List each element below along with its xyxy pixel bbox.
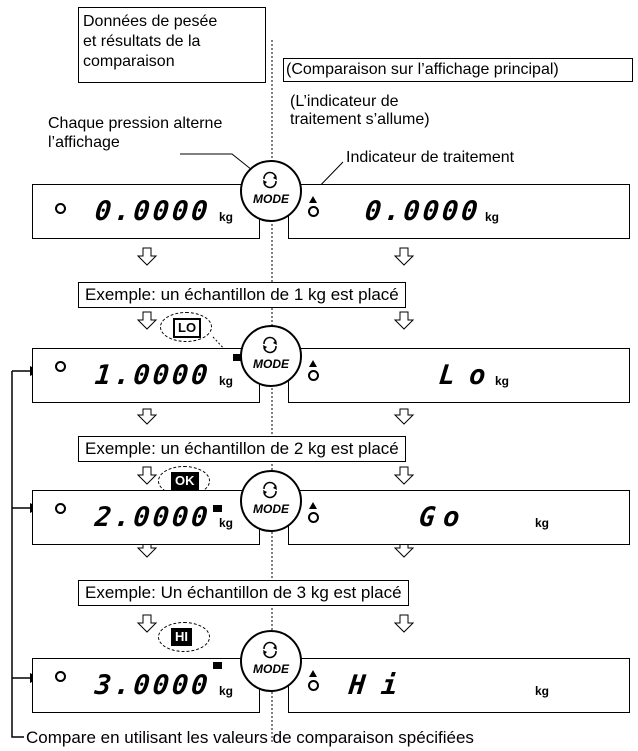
- left-value: 3.0000: [93, 670, 213, 701]
- right-title: (Comparaison sur l’affichage principal): [286, 61, 559, 78]
- example-banner-3: Exemple: Un échantillon de 3 kg est plac…: [78, 580, 409, 606]
- left-value: 1.0000: [93, 360, 213, 391]
- unit-label: kg: [535, 516, 550, 530]
- example-banner-1: Exemple: un échantillon de 1 kg est plac…: [78, 282, 406, 308]
- processing-indicator-icon: [309, 360, 317, 367]
- unit-label: kg: [219, 374, 234, 388]
- display-right-4: Hi kg: [288, 658, 630, 713]
- display-right-1: 0.0000 kg: [288, 184, 630, 239]
- stable-icon: [308, 680, 319, 691]
- mode-label: MODE: [253, 662, 289, 676]
- mode-label: MODE: [253, 357, 289, 371]
- mode-button[interactable]: MODE: [240, 325, 302, 387]
- stable-icon: [55, 361, 66, 372]
- display-left-1: 0.0000 kg: [32, 184, 260, 239]
- ok-badge: OK: [171, 472, 199, 490]
- right-sub-2: traitement s’allume): [290, 111, 430, 128]
- box-line-1: Données de pesée: [83, 13, 218, 30]
- mode-label: MODE: [253, 192, 289, 206]
- indicator-label: Indicateur de traitement: [346, 149, 515, 166]
- cycle-icon: [263, 641, 277, 659]
- mode-button[interactable]: MODE: [240, 470, 302, 532]
- processing-indicator-icon: [309, 196, 317, 203]
- hi-badge: HI: [171, 628, 192, 646]
- right-value: Go: [417, 502, 470, 533]
- unit-label: kg: [495, 374, 510, 388]
- display-right-2: Lo kg: [288, 348, 630, 403]
- box-line-3: comparaison: [83, 53, 175, 70]
- mode-button[interactable]: MODE: [240, 630, 302, 692]
- right-value: Hi: [347, 670, 416, 701]
- ok-callout: OK: [158, 466, 210, 496]
- right-value: Lo: [437, 360, 502, 391]
- unit-label: kg: [219, 516, 234, 530]
- stable-icon: [55, 671, 66, 682]
- stable-icon: [55, 503, 66, 514]
- cycle-icon: [263, 336, 277, 354]
- box-line-2: et résultats de la: [83, 33, 201, 50]
- unit-label: kg: [535, 684, 550, 698]
- left-note-1: Chaque pression alterne: [48, 115, 223, 132]
- display-left-2: 1.0000 kg: [32, 348, 260, 403]
- display-left-3: 2.0000 kg: [32, 490, 260, 545]
- unit-label: kg: [219, 684, 234, 698]
- display-left-4: 3.0000 kg: [32, 658, 260, 713]
- hi-mini-indicator: [213, 662, 222, 669]
- footer-note: Compare en utilisant les valeurs de comp…: [26, 728, 474, 747]
- mode-button[interactable]: MODE: [240, 160, 302, 222]
- stable-icon: [308, 206, 319, 217]
- hi-callout: HI: [158, 622, 210, 652]
- right-sub-1: (L’indicateur de: [290, 93, 399, 110]
- unit-label: kg: [219, 210, 234, 224]
- lo-badge: LO: [173, 318, 202, 338]
- example-banner-2: Exemple: un échantillon de 2 kg est plac…: [78, 436, 406, 462]
- display-right-3: Go kg: [288, 490, 630, 545]
- stable-icon: [308, 512, 319, 523]
- processing-indicator-icon: [309, 502, 317, 509]
- unit-label: kg: [485, 210, 500, 224]
- stable-icon: [55, 203, 66, 214]
- cycle-icon: [263, 171, 277, 189]
- stable-icon: [308, 370, 319, 381]
- right-title-box: (Comparaison sur l’affichage principal): [283, 58, 633, 82]
- ok-mini-indicator: [213, 505, 222, 512]
- left-note-2: l’affichage: [48, 134, 120, 151]
- left-value: 2.0000: [93, 502, 213, 533]
- mode-label: MODE: [253, 502, 289, 516]
- cycle-icon: [263, 481, 277, 499]
- lo-callout: LO: [160, 312, 212, 342]
- processing-indicator-icon: [309, 670, 317, 677]
- data-results-box: Données de pesée et résultats de la comp…: [78, 7, 266, 83]
